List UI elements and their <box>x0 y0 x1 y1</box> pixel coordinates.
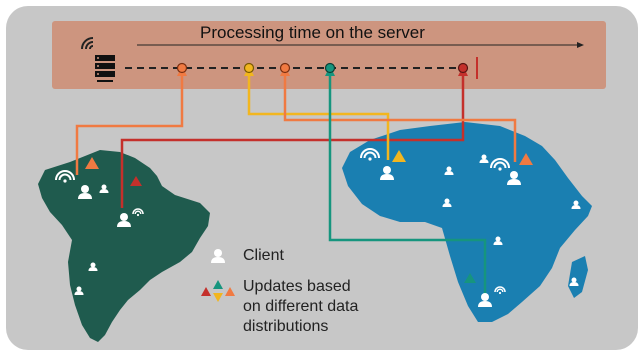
update-path-yellow-africa <box>247 73 390 160</box>
legend-client-label: Client <box>243 247 284 264</box>
update-triangle-orange-africa <box>519 153 533 165</box>
update-path-orange-africa <box>283 73 517 162</box>
update-path-red-sa <box>120 73 465 208</box>
server-timeline-title: Processing time on the server <box>200 23 425 42</box>
server-rack-icon <box>95 55 115 82</box>
legend-updates-line-2: on different data <box>243 298 359 315</box>
update-triangle-green-africa <box>464 273 476 283</box>
event-dot-orange-1 <box>176 62 188 74</box>
madagascar-map <box>568 256 588 298</box>
event-dot-green <box>324 62 336 74</box>
update-triangle-orange-sa <box>85 157 99 169</box>
legend-updates-line-1: Updates based <box>243 278 351 295</box>
legend-triangle-yellow <box>213 293 223 302</box>
legend-triangle-red <box>201 287 211 296</box>
event-dot-red <box>457 62 469 74</box>
update-triangle-yellow-africa <box>392 150 406 162</box>
update-triangle-red-sa <box>130 176 142 186</box>
legend-updates-label: Updates based on different data distribu… <box>243 277 358 337</box>
update-path-green-africa <box>328 73 487 295</box>
legend-triangle-green <box>213 280 223 289</box>
update-path-orange-sa <box>75 73 184 175</box>
wifi-signal-icon <box>81 37 94 50</box>
time-arrow-head <box>577 42 584 48</box>
africa-map <box>342 122 592 322</box>
server-timeline-bar <box>52 21 606 89</box>
legend-updates-line-3: distributions <box>243 318 329 335</box>
legend-triangle-orange <box>225 287 235 296</box>
event-dot-yellow <box>243 62 255 74</box>
event-dot-orange-2 <box>279 62 291 74</box>
